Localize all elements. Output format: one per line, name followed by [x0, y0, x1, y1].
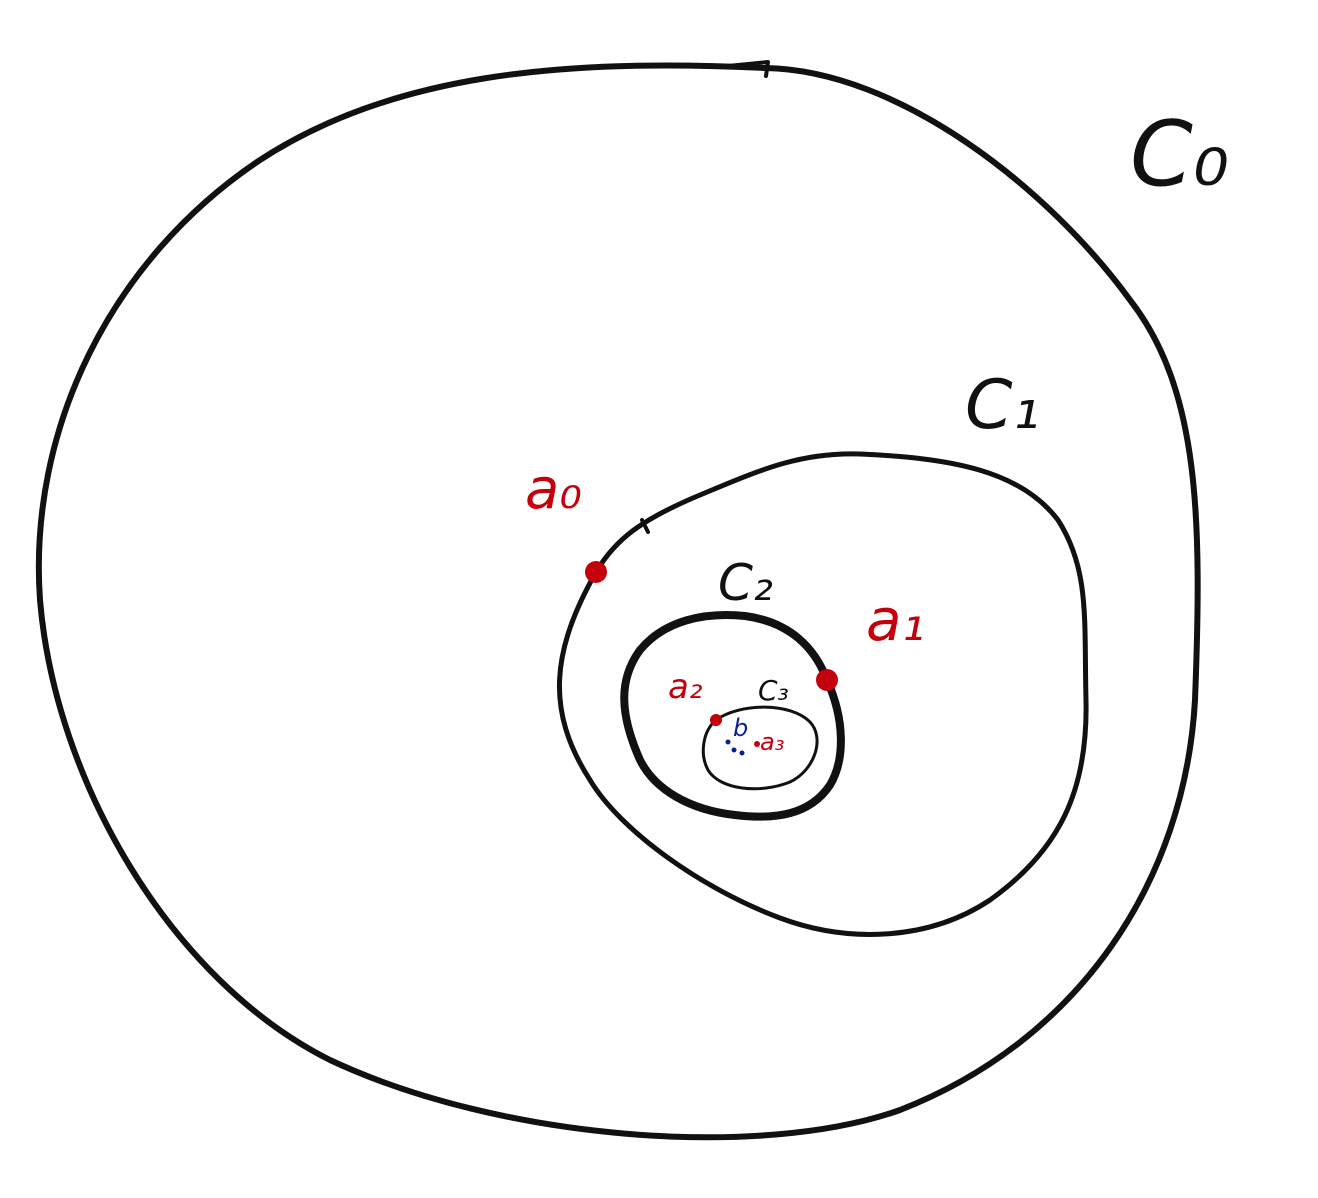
curve-c2 [620, 611, 845, 821]
curve-c3 [701, 705, 819, 791]
point-b-3 [739, 750, 745, 756]
label-a1: a₁ [866, 586, 925, 654]
point-a3 [754, 741, 760, 747]
curve-c1 [557, 451, 1089, 937]
curve-c0 [35, 62, 1201, 1141]
curve-c0-start-tick [726, 60, 770, 78]
label-b: b [733, 714, 748, 742]
point-a0 [585, 561, 607, 583]
label-c2: C₂ [718, 554, 773, 612]
point-b-2 [731, 747, 737, 753]
label-c3: C₃ [758, 674, 789, 707]
point-a2 [710, 714, 722, 726]
label-a0: a₀ [525, 457, 582, 522]
label-a2: a₂ [668, 667, 703, 707]
point-a1 [816, 669, 838, 691]
curve-c1-tick [640, 518, 650, 534]
label-c0: C₀ [1130, 102, 1229, 207]
label-a3: a₃ [760, 728, 784, 756]
label-c1: C₁ [965, 366, 1040, 445]
point-b-1 [725, 739, 731, 745]
